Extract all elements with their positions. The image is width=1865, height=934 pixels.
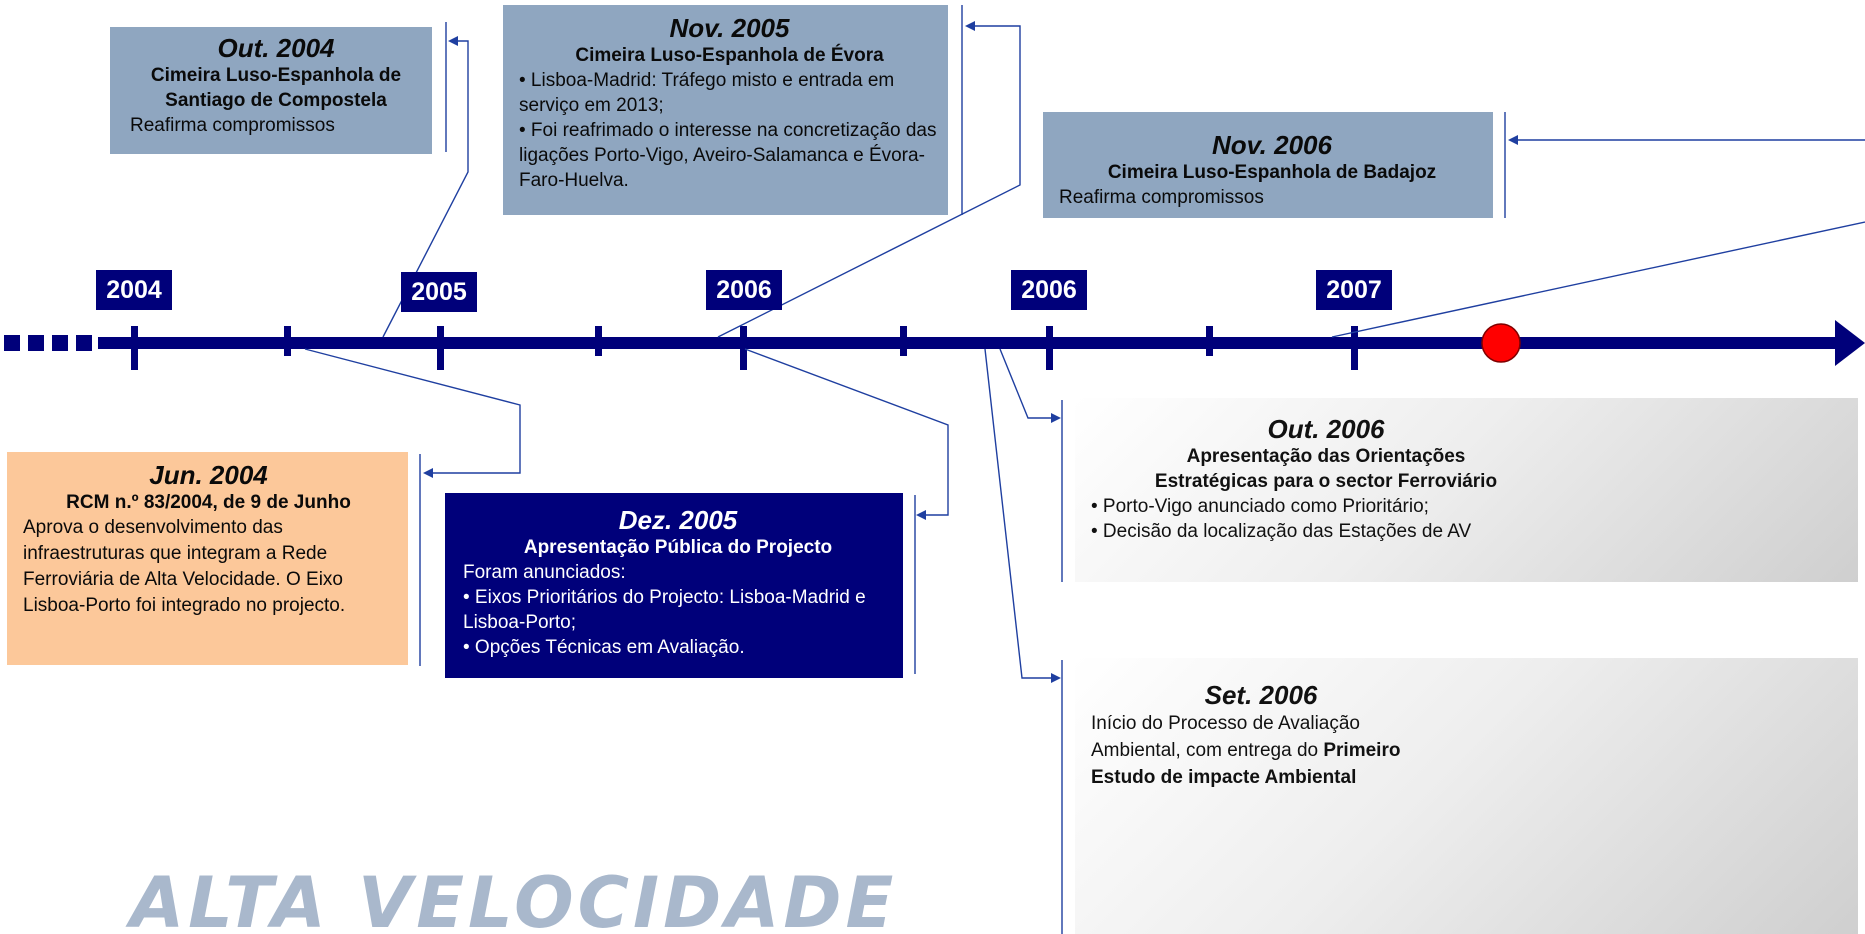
event-date: Out. 2006 <box>1267 414 1385 444</box>
timeline-ticks <box>131 326 1358 370</box>
year-label-2007: 2007 <box>1316 270 1392 310</box>
logo-area: ALTA VELOCIDADE <box>0 870 1865 934</box>
event-heading: Cimeira Luso-Espanhola de Évora <box>575 45 884 66</box>
connector-arrowheads <box>423 21 1518 683</box>
event-list-item: • Opções Técnicas em Avaliação. <box>463 637 745 658</box>
year-label-2004: 2004 <box>96 270 172 310</box>
event-heading-line: Santiago de Compostela <box>165 90 387 111</box>
event-text: Aprova o desenvolvimento das infraestrut… <box>23 517 346 616</box>
event-heading-line: Estratégicas para o sector Ferroviário <box>1154 471 1498 492</box>
event-list-item: • Decisão da localização das Estações de… <box>1091 521 1472 542</box>
year-label-2005: 2005 <box>401 272 477 312</box>
event-text: Reafirma compromissos <box>1059 187 1264 208</box>
event-heading-line: Cimeira Luso-Espanhola de <box>150 65 402 86</box>
connector-lines <box>304 5 1865 934</box>
event-heading: RCM n.º 83/2004, de 9 de Junho <box>66 492 351 513</box>
event-date: Nov. 2006 <box>1212 130 1332 160</box>
event-text-regular: Início do Processo de Avaliação Ambienta… <box>1091 713 1360 761</box>
event-box-oct-2006: Out. 2006 Apresentação das Orientações E… <box>1075 398 1858 582</box>
year-label-2006-a: 2006 <box>706 270 782 310</box>
timeline-dotted-start <box>4 335 92 351</box>
current-position-marker <box>1481 323 1521 363</box>
event-box-dec-2005: Dez. 2005 Apresentação Pública do Projec… <box>445 493 903 678</box>
event-box-nov-2006: Nov. 2006 Cimeira Luso-Espanhola de Bada… <box>1043 112 1493 218</box>
event-date: Nov. 2005 <box>669 13 790 43</box>
event-box-sep-2006: Set. 2006 Início do Processo de Avaliaçã… <box>1075 658 1858 934</box>
event-text: Foram anunciados: <box>463 562 626 583</box>
event-heading-line: Apresentação das Orientações <box>1186 446 1466 467</box>
event-date: Set. 2006 <box>1204 680 1318 710</box>
event-box-jun-2004: Jun. 2004 RCM n.º 83/2004, de 9 de Junho… <box>7 452 408 665</box>
alta-velocidade-logo: ALTA VELOCIDADE <box>130 870 898 934</box>
timeline-axis <box>98 337 1850 349</box>
event-date: Jun. 2004 <box>149 460 268 490</box>
year-label-2006-b: 2006 <box>1011 270 1087 310</box>
event-date: Out. 2004 <box>217 33 335 63</box>
event-list-item: • Eixos Prioritários do Projecto: Lisboa… <box>463 587 866 633</box>
event-text-bold: Primeiro Estudo de impacte Ambiental <box>1091 740 1401 788</box>
event-text: Início do Processo de Avaliação Ambienta… <box>1091 710 1431 791</box>
event-list-item: • Foi reafrimado o interesse na concreti… <box>519 120 937 191</box>
event-date: Dez. 2005 <box>618 505 738 535</box>
event-heading: Apresentação Pública do Projecto <box>523 537 833 558</box>
event-list-item: • Porto-Vigo anunciado como Prioritário; <box>1091 496 1429 517</box>
event-list-item: • Lisboa-Madrid: Tráfego misto e entrada… <box>519 70 895 116</box>
event-box-oct-2004: Out. 2004 Cimeira Luso-Espanhola de Sant… <box>110 27 432 154</box>
event-box-nov-2005: Nov. 2005 Cimeira Luso-Espanhola de Évor… <box>503 5 948 215</box>
timeline-arrowhead <box>1835 320 1865 366</box>
event-text: Reafirma compromissos <box>130 115 335 136</box>
event-heading: Cimeira Luso-Espanhola de Badajoz <box>1107 162 1437 183</box>
